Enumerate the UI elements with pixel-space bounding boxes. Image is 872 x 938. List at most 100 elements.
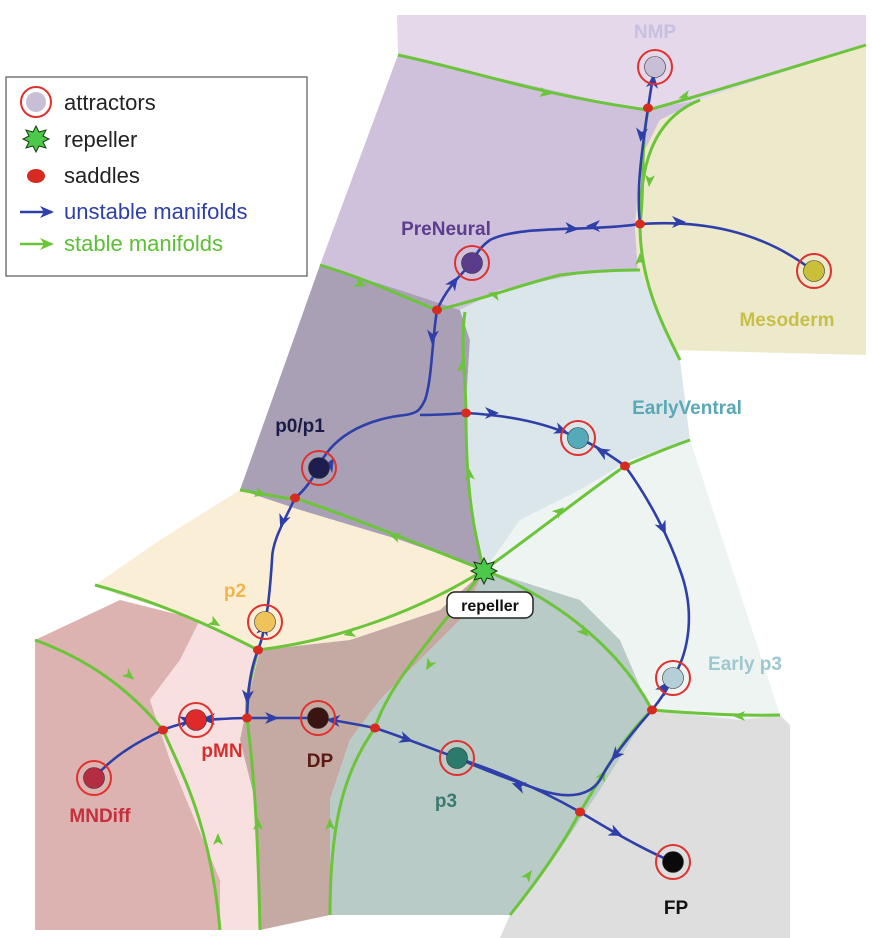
- attractor-ring-nmp: [637, 49, 673, 85]
- unstable-line: [263, 497, 297, 623]
- unstable-arrow: [485, 407, 499, 419]
- attractor-ring-earlyventral: [560, 420, 596, 456]
- stable-arrow: [457, 360, 467, 372]
- saddle-point: [290, 493, 300, 503]
- attractor-ring-mesoderm: [796, 253, 832, 289]
- attractor-nmp: [644, 56, 666, 78]
- stable-arrow: [576, 624, 589, 637]
- stable-arrow: [465, 468, 475, 481]
- label-earlyp3: Early p3: [708, 654, 782, 675]
- saddles: [158, 103, 657, 817]
- legend-repeller-icon: [21, 124, 51, 154]
- stable-line: [94, 583, 259, 652]
- saddle-point: [647, 705, 657, 715]
- legend-attractor-dot: [26, 92, 46, 112]
- saddle-point: [253, 645, 263, 655]
- stable-arrow: [253, 818, 263, 830]
- unstable-arrow: [564, 222, 579, 234]
- legend-box: [5, 76, 308, 277]
- region-pmn: [95, 585, 260, 930]
- attractors: [76, 49, 832, 880]
- stable-line: [647, 43, 867, 112]
- unstable-line: [639, 221, 813, 272]
- legend-saddle-icon: [27, 169, 45, 183]
- stable-line: [257, 568, 485, 652]
- attractor-ring-mndiff: [76, 760, 112, 796]
- unstable-arrow: [607, 824, 623, 836]
- stable-arrow: [388, 533, 402, 543]
- label-p2: p2: [224, 581, 246, 602]
- stable-arrow: [343, 627, 357, 637]
- attractor-ring-dp: [300, 700, 336, 736]
- stable-line: [245, 717, 262, 931]
- stable-arrow: [645, 174, 655, 187]
- legend-attractor-icon: [20, 86, 52, 118]
- stable-arrow: [539, 87, 552, 97]
- unstable-line: [637, 107, 650, 225]
- attractor-ring-p3: [439, 740, 475, 776]
- stable-line: [34, 638, 165, 731]
- stable-arrow: [213, 833, 223, 845]
- region-earlyventral: [460, 270, 690, 570]
- unstable-line: [579, 810, 674, 864]
- unstable-arrow: [646, 74, 658, 89]
- saddle-point: [620, 461, 630, 471]
- repeller-star: [469, 556, 499, 586]
- stable-arrow: [253, 487, 267, 497]
- label-p3: p3: [435, 791, 457, 812]
- stable-line: [328, 727, 377, 916]
- attractor-earlyventral: [567, 427, 589, 449]
- stable-arrows: [121, 87, 745, 883]
- attractor-p0p1: [308, 457, 330, 479]
- attractor-pmn: [185, 709, 207, 731]
- region-fp: [500, 710, 790, 938]
- stable-line: [559, 268, 641, 277]
- attractor-fp: [662, 851, 684, 873]
- stable-arrow: [121, 668, 135, 680]
- unstable-line: [316, 309, 439, 469]
- legend-unstable-arrow: [40, 206, 54, 218]
- unstable-arrow: [445, 276, 459, 292]
- unstable-arrow: [326, 715, 341, 727]
- legend-stable-arrow: [40, 238, 54, 250]
- unstable-line: [623, 465, 691, 679]
- repeller: repeller: [446, 556, 534, 619]
- attractor-ring-p2: [247, 604, 283, 640]
- stable-arrow: [551, 507, 565, 519]
- region-preneural: [320, 55, 700, 310]
- stable-line: [161, 729, 222, 931]
- attractor-ring-fp: [655, 844, 691, 880]
- label-preneural: PreNeural: [401, 219, 491, 240]
- label-pmn: pMN: [201, 741, 242, 762]
- region-dp: [240, 570, 485, 930]
- unstable-arrow: [398, 731, 414, 743]
- stable-line: [294, 496, 485, 572]
- saddle-point: [643, 103, 653, 113]
- stable-arrow: [325, 818, 335, 830]
- unstable-arrow: [279, 512, 291, 529]
- unstable-arrow: [595, 448, 611, 461]
- stable-line: [651, 708, 781, 717]
- stable-arrow: [678, 90, 692, 100]
- stable-arrow: [426, 657, 437, 671]
- attractor-dp: [307, 707, 329, 729]
- repeller-label: repeller: [461, 598, 519, 615]
- region-mndiff: [35, 600, 220, 930]
- attractor-labels: NMP PreNeural Mesoderm p0/p1 EarlyVentra…: [69, 22, 834, 919]
- stable-arrow: [733, 711, 745, 721]
- stable-arrow: [207, 615, 221, 626]
- label-earlyventral: EarlyVentral: [632, 398, 742, 419]
- attractor-earlyp3: [662, 667, 684, 689]
- attractor-ring-preneural: [454, 245, 490, 281]
- stable-arrow: [635, 253, 645, 265]
- label-mesoderm: Mesoderm: [739, 310, 834, 331]
- attractor-mesoderm: [803, 260, 825, 282]
- unstable-arrow: [201, 713, 215, 725]
- unstable-line: [245, 649, 260, 719]
- legend-repeller: repeller: [64, 127, 137, 152]
- attractor-p3: [446, 747, 468, 769]
- unstable-arrow: [427, 329, 439, 344]
- attractor-ring-earlyp3: [655, 660, 691, 696]
- saddle-point: [635, 219, 645, 229]
